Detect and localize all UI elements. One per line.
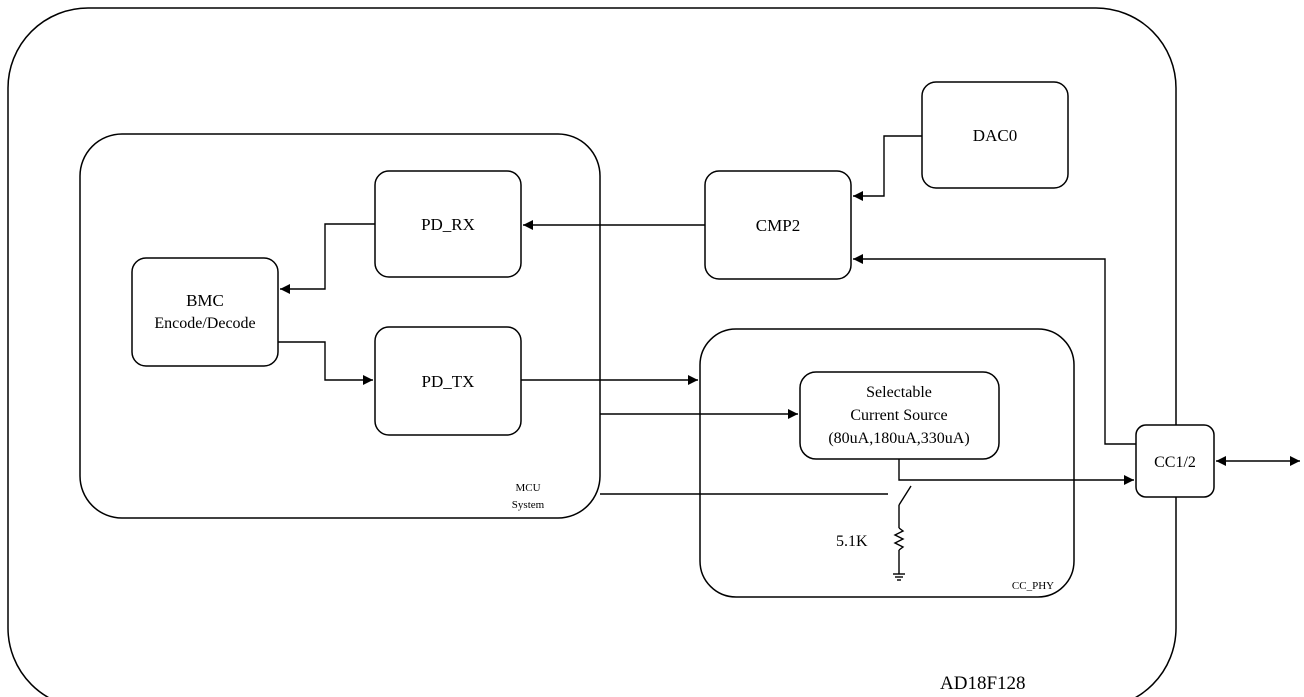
cmp2-label: CMP2 (756, 216, 800, 235)
cc12-label: CC1/2 (1154, 454, 1196, 471)
pd-tx-label: PD_TX (422, 372, 475, 391)
current-source-line1: Selectable (866, 384, 932, 401)
mcu-label-line2: System (512, 499, 545, 511)
pd-rx-label: PD_RX (421, 215, 475, 234)
resistor-label: 5.1K (836, 533, 868, 550)
chip-name: AD18F128 (940, 673, 1026, 694)
cc-phy-container (699, 328, 1075, 598)
bmc-label-line2: Encode/Decode (154, 315, 255, 332)
cc-phy-label: CC_PHY (1012, 580, 1054, 592)
current-source-line3: (80uA,180uA,330uA) (828, 430, 969, 447)
switch-blade (898, 485, 912, 506)
mcu-label-line1: MCU (515, 482, 540, 494)
wire-pdrx-to-bmc (280, 223, 375, 294)
dac0-block (921, 81, 1069, 189)
pd-tx-block (374, 326, 522, 436)
current-source-line2: Current Source (850, 407, 947, 424)
wire-current-source-to-cc12 (898, 459, 1134, 485)
bmc-block (131, 257, 279, 367)
dac0-label: DAC0 (973, 126, 1017, 145)
resistor-5k1 (893, 527, 905, 551)
wire-dac0-to-cmp2 (853, 135, 922, 201)
bmc-label-line1: BMC (186, 291, 224, 310)
cc12-block (1135, 424, 1215, 498)
wire-cc12-to-cmp2 (853, 254, 1136, 445)
wire-bmc-to-pdtx (278, 341, 373, 385)
